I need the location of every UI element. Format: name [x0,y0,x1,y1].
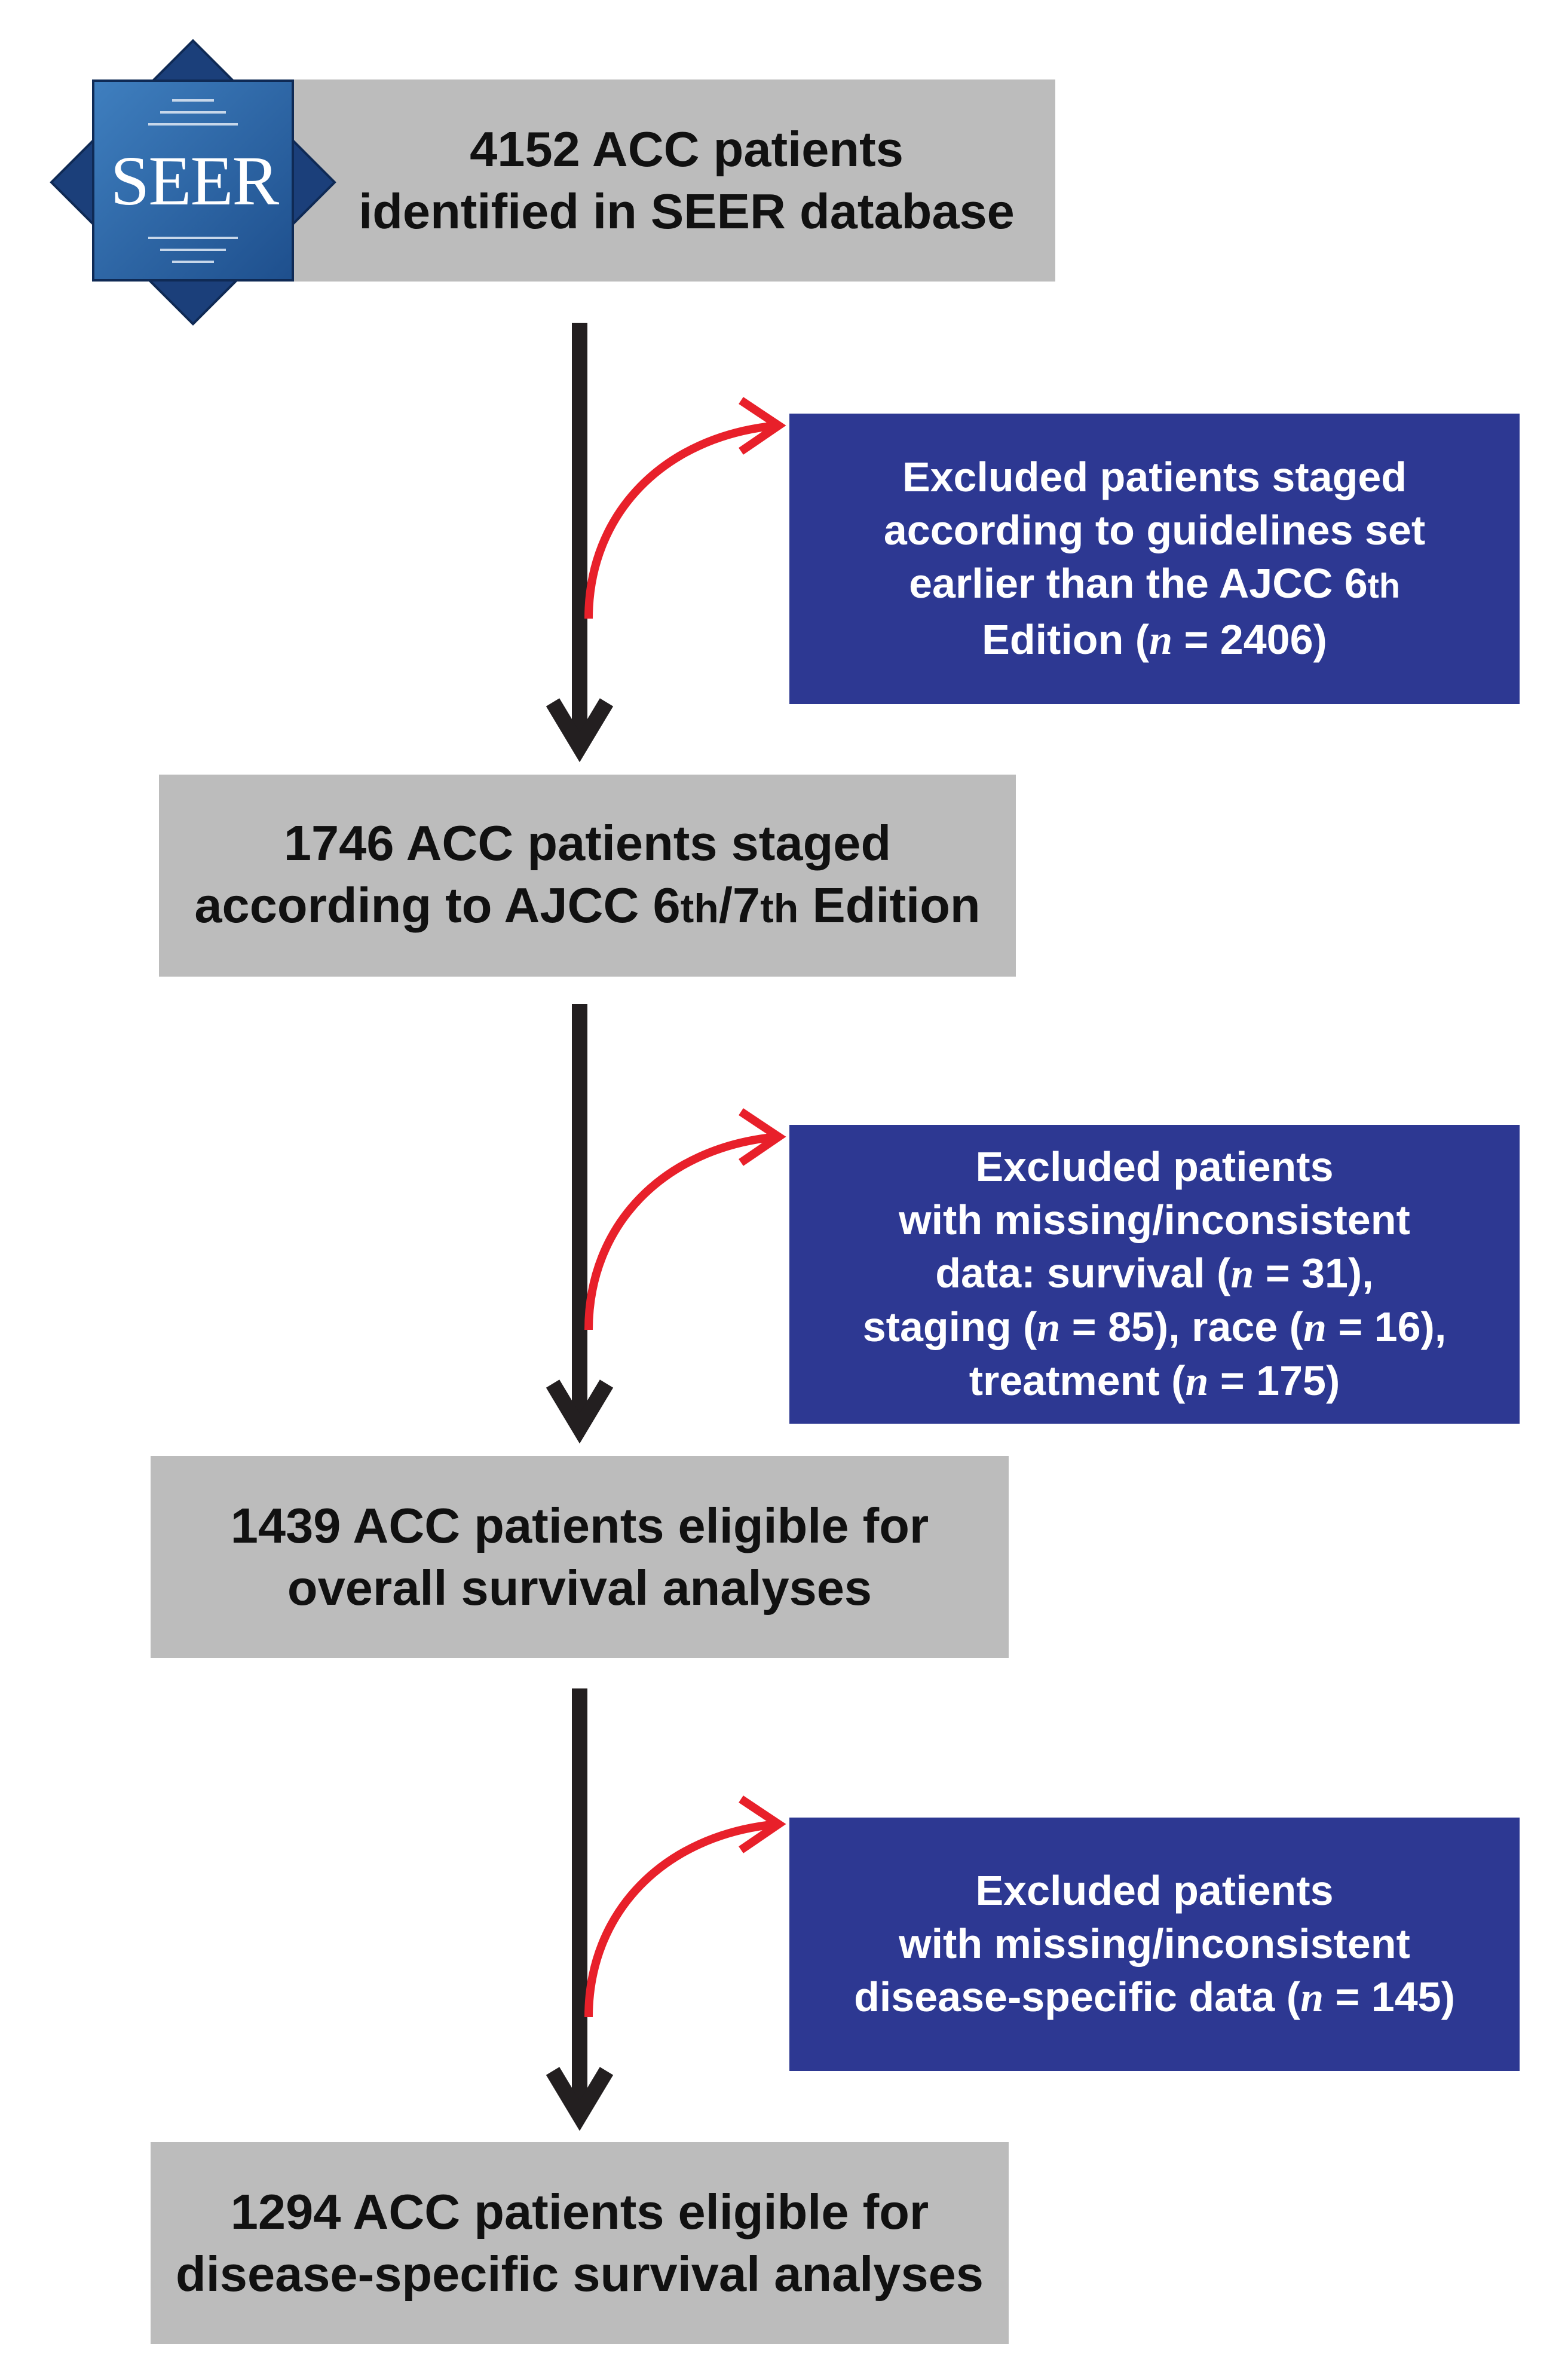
box-overall-line2: overall survival analyses [287,1560,872,1616]
box-staged: 1746 ACC patients staged according to AJ… [159,775,1016,977]
exclusion-3-line3-post: = 145) [1324,1974,1455,2020]
exclusion-2-line3-post: = 31), [1254,1250,1374,1296]
box-staged-line2-post: Edition [798,877,981,933]
box-staged-line2-sup2: th [760,885,799,931]
exclusion-1-line4: Edition (n = 2406) [884,613,1425,667]
exclusion-2-line4: staging (n = 85), race (n = 16), [863,1301,1447,1354]
exclusion-2-line2: with missing/inconsistent [899,1197,1410,1243]
main-arrow-1 [546,323,614,763]
exclusion-2-line4-n2: n [1303,1305,1327,1351]
exclusion-2-line5: treatment (n = 175) [863,1354,1447,1408]
box-staged-line2-pre: according to AJCC 6 [194,877,681,933]
box-disease-specific-line2: disease-specific survival analyses [176,2246,984,2302]
exclude-arrow-2 [584,1108,786,1330]
main-arrow-3 [546,1688,614,2131]
exclusion-2-line4-a: staging ( [862,1304,1037,1350]
exclusion-1-line4-pre: Edition ( [982,616,1150,663]
exclusion-1-line3: earlier than the AJCC 6th [884,557,1425,613]
seer-logo-icon [50,39,336,326]
exclusion-1-line4-post: = 2406) [1172,616,1327,663]
box-disease-specific-line1: 1294 ACC patients eligible for [230,2184,929,2240]
exclusion-2-line1: Excluded patients [975,1143,1334,1190]
exclusion-2-line3-n: n [1230,1251,1254,1297]
box-start-line1: 4152 ACC patients [470,121,904,177]
box-start-line2: identified in SEER database [359,183,1015,239]
exclusion-box-2: Excluded patients with missing/inconsist… [789,1125,1520,1424]
exclusion-1-line2: according to guidelines set [883,507,1426,553]
seer-logo-text: SEER [110,142,280,220]
exclusion-3-line3-n: n [1300,1975,1324,2021]
exclusion-3-line3: disease-specific data (n = 145) [854,1971,1455,2024]
box-overall-line1: 1439 ACC patients eligible for [230,1498,929,1553]
box-staged-line2-mid: /7 [718,877,761,933]
exclusion-2-line3: data: survival (n = 31), [863,1247,1447,1301]
exclusion-2-line5-n: n [1185,1359,1209,1405]
exclusion-1-line3-sup: th [1367,567,1400,605]
exclusion-2-line4-b: = 85), race ( [1060,1304,1303,1350]
exclusion-1-line4-n: n [1149,617,1173,663]
exclude-arrow-1 [584,397,786,619]
box-staged-line2-sup1: th [680,885,719,931]
main-arrow-2 [546,1004,614,1444]
exclusion-3-line2: with missing/inconsistent [899,1920,1410,1967]
exclusion-box-3: Excluded patients with missing/inconsist… [789,1818,1520,2071]
box-disease-specific: 1294 ACC patients eligible for disease-s… [151,2142,1009,2344]
exclusion-2-line4-n1: n [1037,1305,1061,1351]
exclusion-3-line3-pre: disease-specific data ( [854,1974,1301,2020]
exclusion-2-line5-b: = 175) [1208,1357,1340,1404]
exclusion-3-line1: Excluded patients [975,1867,1334,1914]
exclusion-2-line3-pre: data: survival ( [935,1250,1231,1296]
box-start: 4152 ACC patients identified in SEER dat… [294,79,1055,282]
box-staged-line1: 1746 ACC patients staged [283,815,892,871]
exclusion-1-line1: Excluded patients staged [902,454,1407,500]
exclusion-2-line5-a: treatment ( [969,1357,1186,1404]
exclude-arrow-3 [584,1795,786,2018]
exclusion-1-line3-text: earlier than the AJCC 6 [909,560,1368,607]
box-staged-line2: according to AJCC 6th/7th Edition [194,874,980,940]
exclusion-box-1: Excluded patients staged according to gu… [789,414,1520,704]
box-overall: 1439 ACC patients eligible for overall s… [151,1456,1009,1658]
exclusion-2-line4-c: = 16), [1326,1304,1447,1350]
